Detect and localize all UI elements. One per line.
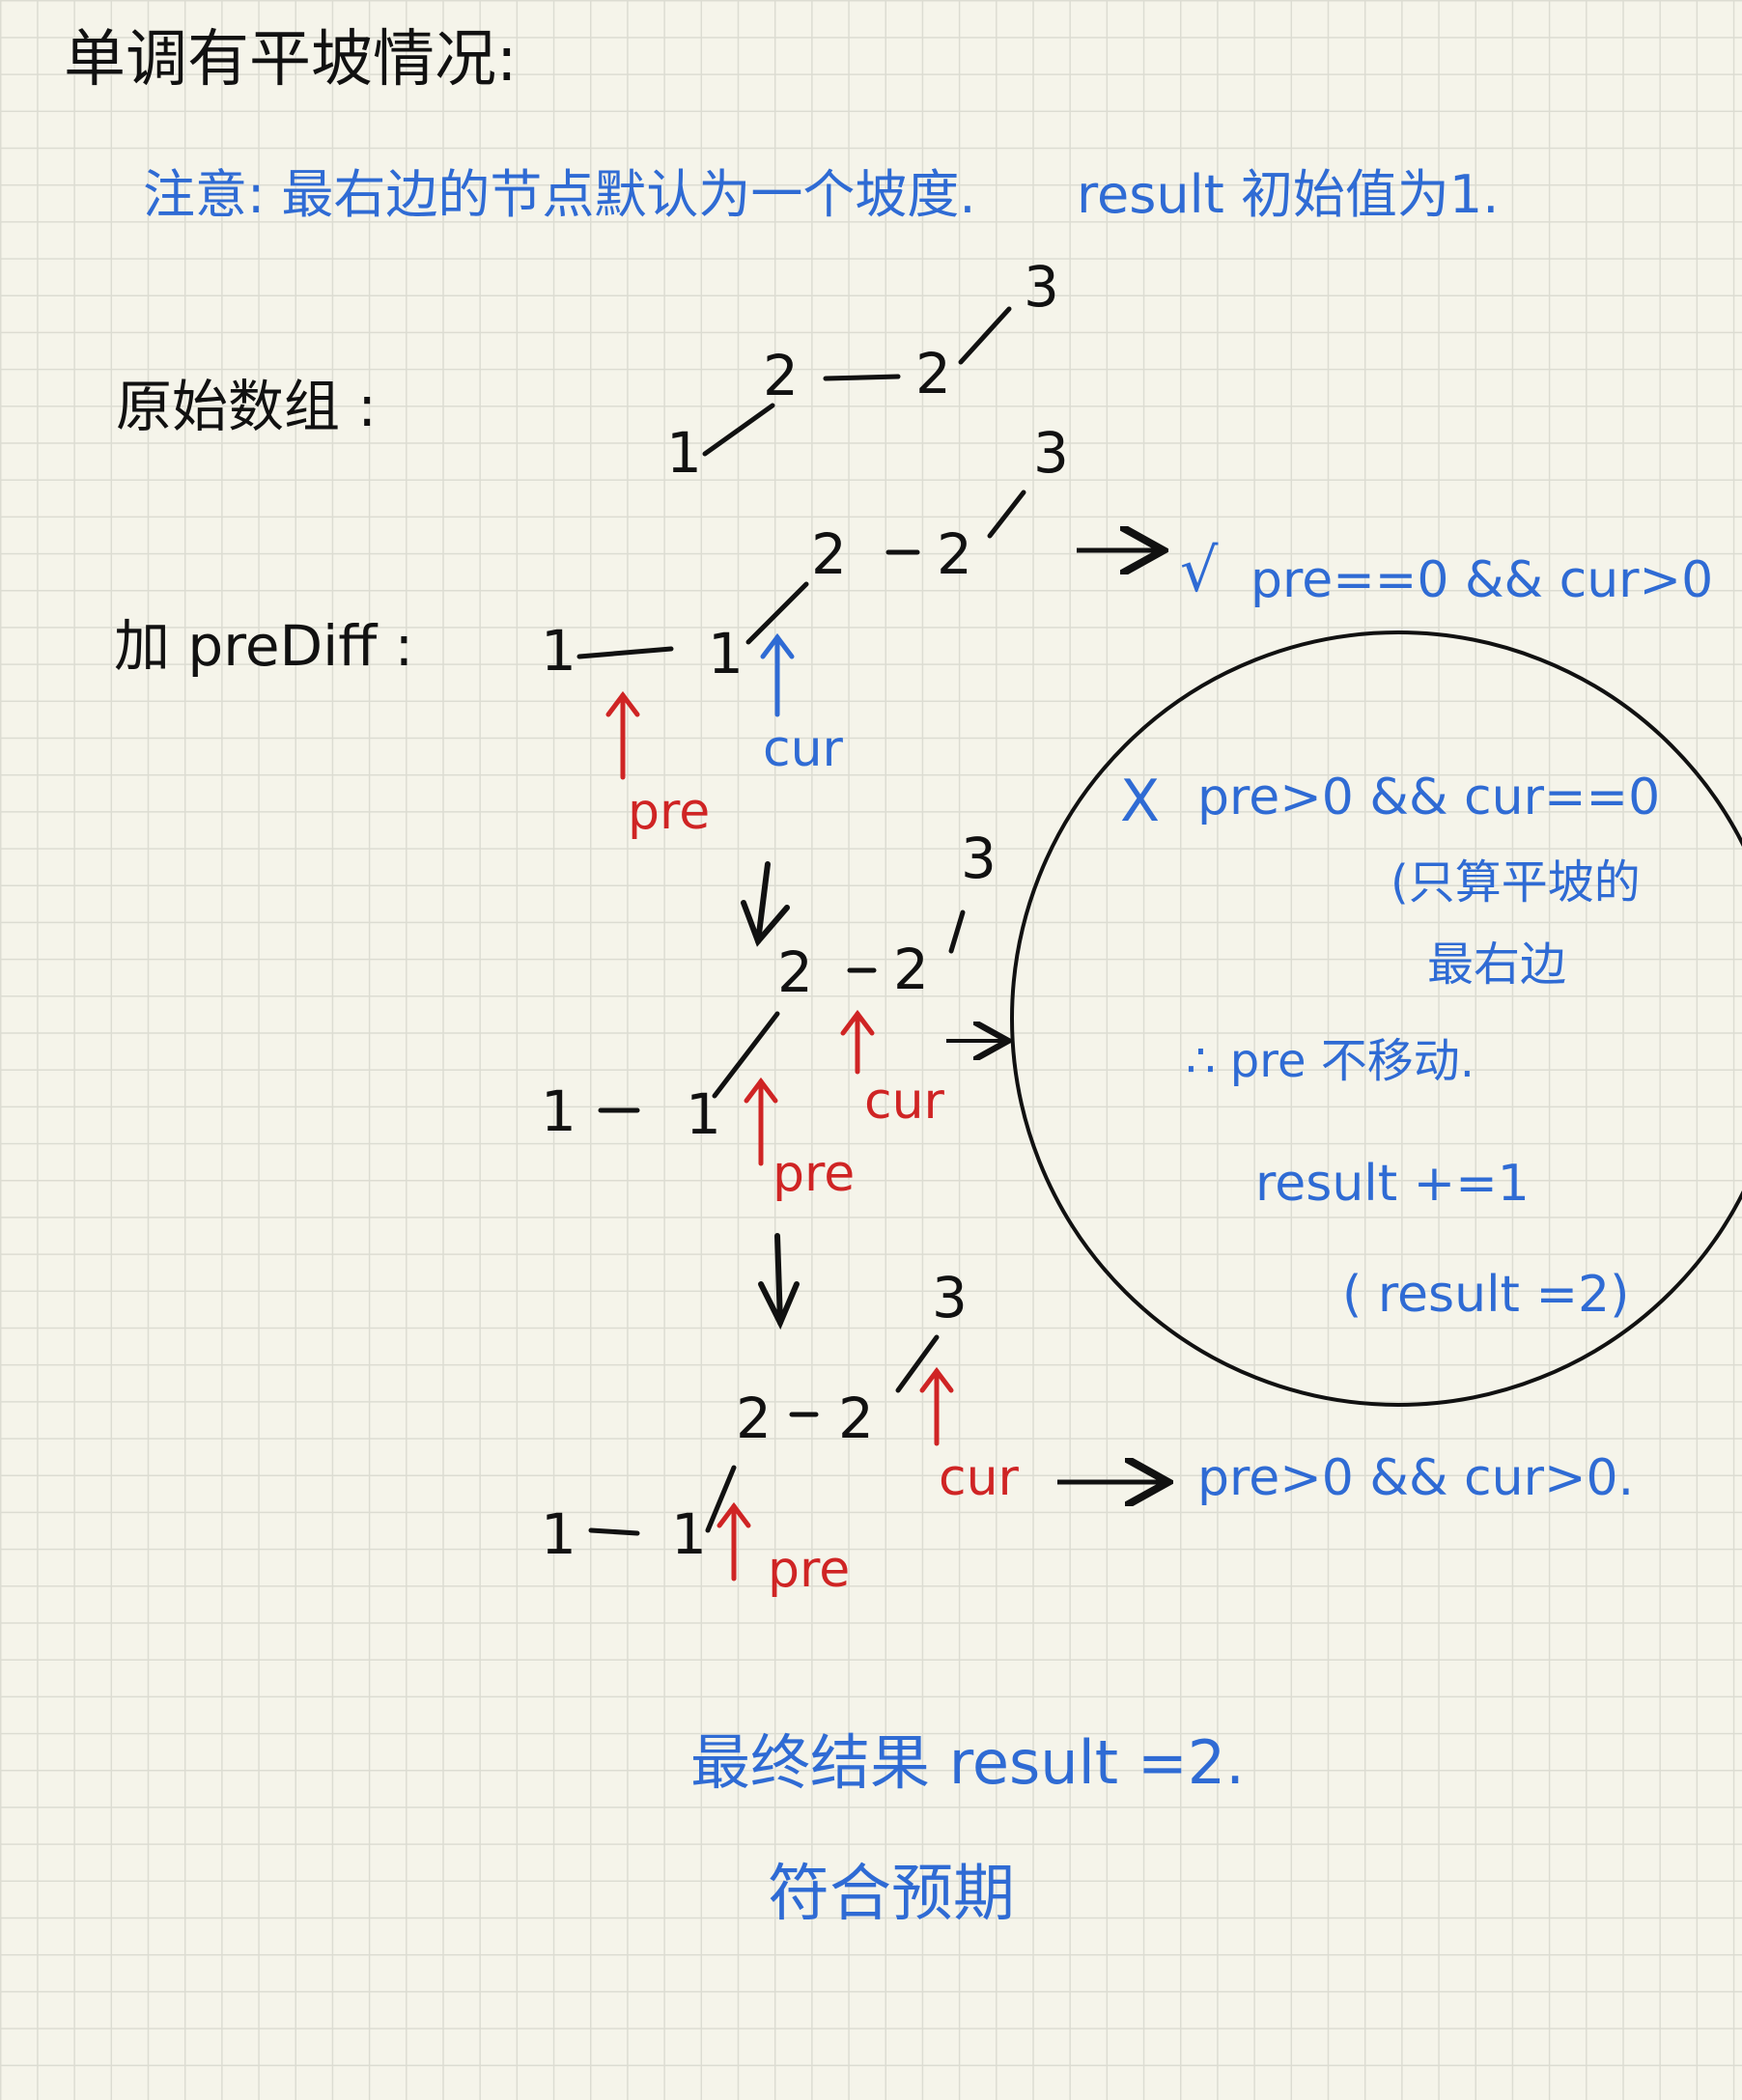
circle-result-increment: result +=1: [1255, 1155, 1530, 1213]
step1-cur-label: cur: [763, 720, 843, 778]
step3-node-2a: 2: [736, 1386, 772, 1451]
original-node-2b: 2: [915, 341, 951, 406]
step2-node-3: 3: [961, 826, 997, 891]
circle-result-value: ( result =2): [1342, 1266, 1630, 1324]
step2-lines: [598, 910, 966, 1113]
step3-pre-label: pre: [768, 1541, 851, 1599]
final-result: 最终结果 result =2.: [690, 1727, 1245, 1798]
step1-node-1: 1: [708, 621, 744, 686]
circle-note-line1: (只算平坡的: [1391, 855, 1641, 910]
step3-node-1: 1: [671, 1501, 707, 1567]
page-title: 单调有平坡情况:: [64, 24, 518, 96]
step3-node-3: 3: [932, 1265, 968, 1330]
step1-node-2b: 2: [937, 521, 972, 587]
step2-node-2b: 2: [893, 937, 929, 1002]
annotation1-condition: pre==0 && cur>0: [1250, 551, 1714, 609]
step2-node-0: 1: [541, 1078, 576, 1144]
step3-node-2b: 2: [838, 1386, 874, 1451]
step2-cur-label: cur: [864, 1073, 944, 1131]
note-rightmost-node: 注意: 最右边的节点默认为一个坡度.: [143, 164, 976, 225]
note-result-init: result 初始值为1.: [1077, 164, 1500, 225]
step3-lines: [588, 1334, 940, 1536]
step1-pointer-arrows: [605, 632, 795, 780]
step3-cur-label: cur: [939, 1449, 1019, 1507]
step2-node-1: 1: [686, 1081, 721, 1147]
annotation3-condition: pre>0 && cur>0.: [1197, 1449, 1635, 1507]
step1-node-3: 3: [1033, 420, 1069, 486]
step1-pre-label: pre: [628, 783, 711, 841]
annotation1-check: √: [1180, 535, 1219, 605]
circle-condition: pre>0 && cur==0: [1197, 769, 1661, 826]
original-node-3: 3: [1024, 254, 1059, 320]
circle-conclusion: ∴ pre 不移动.: [1186, 1034, 1475, 1088]
step2-pointer-arrows: [744, 1009, 875, 1166]
step2-pre-label: pre: [773, 1145, 856, 1203]
final-match: 符合预期: [768, 1859, 1015, 1930]
down-arrows: [741, 861, 800, 1330]
circle-note-line2: 最右边: [1427, 938, 1567, 992]
step1-node-0: 1: [541, 618, 576, 684]
original-node-1: 1: [666, 420, 702, 486]
explanation-circle: [1010, 630, 1742, 1407]
step3-node-0: 1: [541, 1501, 576, 1567]
step2-node-2a: 2: [777, 939, 813, 1005]
label-add-prediff: 加 preDiff :: [114, 613, 414, 679]
original-array-lines: [702, 306, 1012, 457]
step1-lines: [576, 490, 1026, 659]
label-original-array: 原始数组 :: [116, 374, 377, 439]
step1-node-2a: 2: [811, 521, 847, 587]
original-node-2a: 2: [763, 343, 799, 408]
step3-pointer-arrows: [716, 1366, 954, 1582]
circle-cross-mark: X: [1120, 768, 1161, 835]
